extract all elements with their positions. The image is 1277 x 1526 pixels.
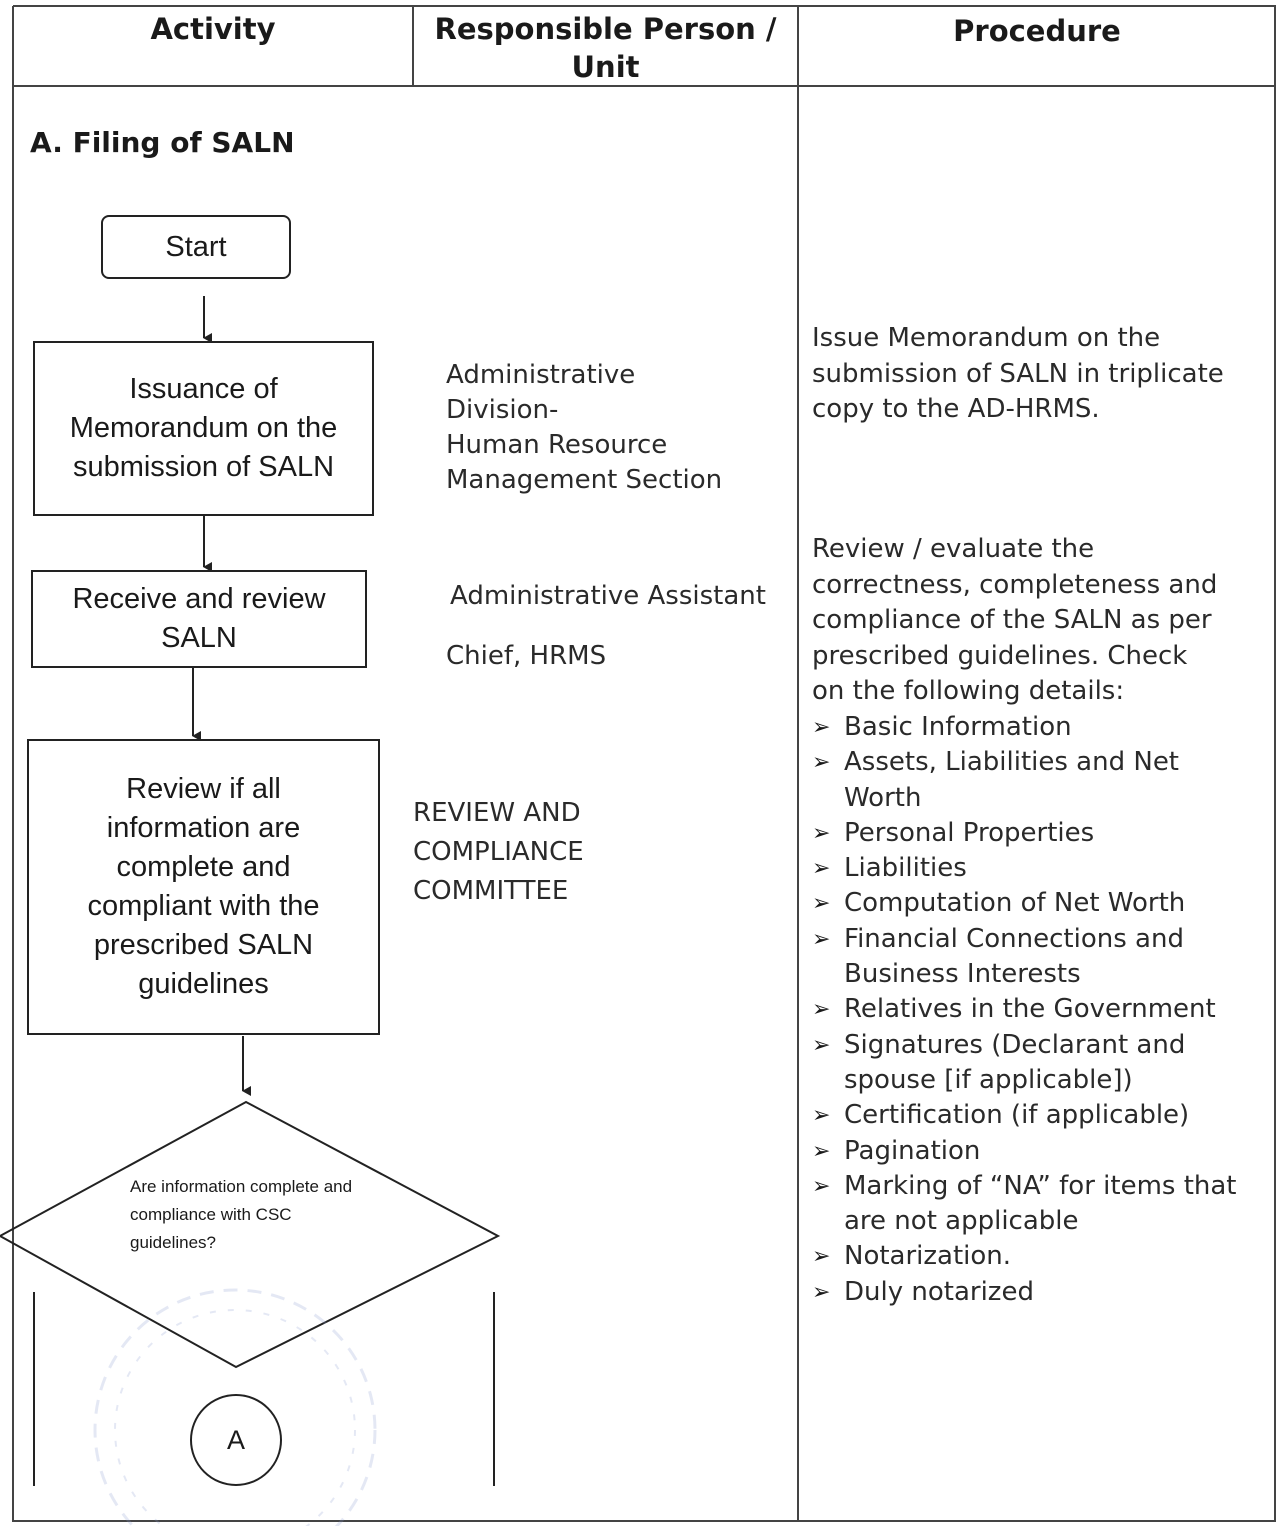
- checklist-item: ➢Assets, Liabilities and Net Worth: [812, 747, 1180, 813]
- arrow-bullet-icon: ➢: [812, 820, 831, 846]
- flow-step-compliance-review-label: Review if all information are complete a…: [87, 773, 320, 1000]
- arrow-bullet-icon: ➢: [812, 856, 831, 882]
- header-procedure: Procedure: [953, 14, 1121, 48]
- flow-step-receive-review: Receive and review SALN: [31, 570, 367, 668]
- header-activity: Activity: [150, 12, 276, 46]
- connector-a-label: A: [226, 1424, 245, 1455]
- arrow-bullet-icon: ➢: [812, 1244, 831, 1270]
- flow-step-issuance: Issuance of Memorandum on the submission…: [33, 341, 374, 516]
- checklist-item: ➢Liabilities: [812, 851, 1262, 886]
- connector-a: A: [190, 1394, 282, 1486]
- arrow-bullet-icon: ➢: [812, 1173, 831, 1199]
- responsible-step3: REVIEW AND COMPLIANCE COMMITTEE: [413, 798, 584, 906]
- decision-question: Are information complete and compliance …: [130, 1177, 353, 1252]
- arrow-bullet-icon: ➢: [812, 1138, 831, 1164]
- checklist-item: ➢Personal Properties: [812, 816, 1262, 851]
- responsible-step1: Administrative Division- Human Resource …: [446, 360, 723, 495]
- flow-step-issuance-label: Issuance of Memorandum on the submission…: [69, 373, 338, 483]
- responsible-step2-assistant: Administrative Assistant: [450, 581, 766, 611]
- checklist-item: ➢Pagination: [812, 1134, 1262, 1169]
- arrow-bullet-icon: ➢: [812, 715, 831, 740]
- flow-step-receive-review-label: Receive and review SALN: [72, 583, 326, 654]
- checklist-item: ➢Financial Connections and Business Inte…: [812, 923, 1184, 990]
- section-title: A. Filing of SALN: [30, 126, 295, 159]
- decision-diamond: [0, 1100, 501, 1369]
- arrow-bullet-icon: ➢: [812, 997, 831, 1023]
- responsible-step2-chief: Chief, HRMS: [446, 641, 607, 671]
- flow-start-label: Start: [165, 230, 227, 263]
- header-responsible: Responsible Person / Unit: [434, 12, 777, 84]
- procedure-step1: Issue Memorandum on the submission of SA…: [812, 323, 1224, 424]
- checklist-item: ➢Duly notarized: [812, 1275, 1262, 1310]
- arrow-bullet-icon: ➢: [812, 1103, 831, 1129]
- checklist-item: ➢Basic Information: [812, 710, 1262, 745]
- checklist-item: ➢Computation of Net Worth: [812, 886, 1262, 921]
- arrow-bullet-icon: ➢: [812, 926, 831, 952]
- procedure-checklist: ➢Basic Information ➢Assets, Liabilities …: [812, 710, 1262, 1310]
- arrow-bullet-icon: ➢: [812, 750, 831, 776]
- arrow-bullet-icon: ➢: [812, 1279, 831, 1305]
- flow-step-compliance-review: Review if all information are complete a…: [27, 739, 380, 1035]
- checklist-item: ➢Marking of “NA” for items that are not …: [812, 1170, 1237, 1237]
- arrow-bullet-icon: ➢: [812, 1032, 831, 1058]
- checklist-item: ➢Signatures (Declarant and spouse [if ap…: [812, 1029, 1186, 1095]
- checklist-item: ➢Relatives in the Government: [812, 992, 1262, 1027]
- arrow-bullet-icon: ➢: [812, 891, 831, 917]
- checklist-item: ➢Certification (if applicable): [812, 1098, 1262, 1133]
- checklist-item: ➢Notarization.: [812, 1239, 1262, 1274]
- procedure-step2-intro: Review / evaluate the correctness, compl…: [812, 534, 1218, 706]
- stamp-seal: [93, 1288, 377, 1526]
- flow-start: Start: [101, 215, 291, 279]
